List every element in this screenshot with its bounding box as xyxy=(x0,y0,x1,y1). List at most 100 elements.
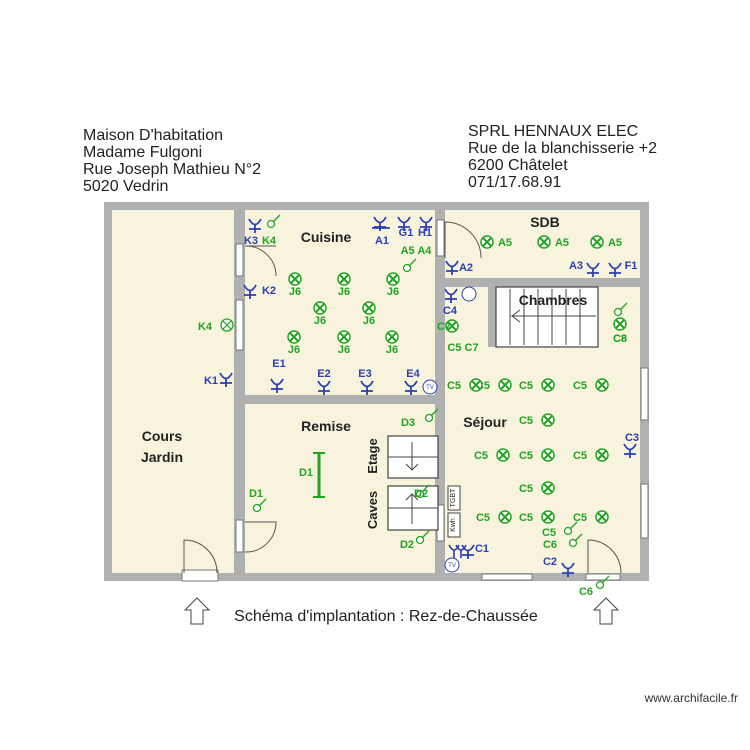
light-point-icon xyxy=(288,272,302,286)
room-label-caves: Caves xyxy=(365,491,380,529)
light-point-icon xyxy=(541,448,555,462)
light-point-icon xyxy=(385,330,399,344)
switch-icon xyxy=(266,214,281,229)
light-label: C5 xyxy=(474,450,488,462)
green-label: D1 xyxy=(249,488,263,500)
socket-icon xyxy=(404,380,418,395)
stair-arrow xyxy=(405,493,419,524)
stair-arrow xyxy=(405,442,419,471)
wall xyxy=(488,287,496,347)
light-point-icon xyxy=(496,448,510,462)
light-point-icon xyxy=(541,481,555,495)
entrance-arrow-icon xyxy=(592,597,620,625)
blue-label: E3 xyxy=(358,368,371,380)
green-label: C6 xyxy=(543,539,557,551)
green-label: K4 xyxy=(198,321,213,333)
light-label: A5 xyxy=(555,237,569,249)
socket-icon xyxy=(317,380,331,395)
light-label: C8 xyxy=(613,333,627,345)
green-label: A5 A4 xyxy=(401,245,433,257)
tv-outlet-label: TV xyxy=(448,563,456,569)
light-point-icon xyxy=(590,235,604,249)
wall xyxy=(104,202,112,581)
green-label: C5 xyxy=(542,527,556,539)
light-point-icon xyxy=(469,378,483,392)
stair-arrow xyxy=(510,309,596,323)
socket-icon xyxy=(608,262,622,277)
light-label: C5 xyxy=(519,415,533,427)
door-frame xyxy=(436,219,445,257)
client-line-2: Madame Fulgoni xyxy=(83,144,203,161)
light-label: C5 xyxy=(476,512,490,524)
switch-icon xyxy=(415,530,430,545)
light-point-icon xyxy=(337,330,351,344)
door-frame xyxy=(585,573,621,581)
socket-icon xyxy=(397,216,411,231)
socket-icon xyxy=(270,378,284,393)
blue-label: E2 xyxy=(317,368,330,380)
switch-icon xyxy=(252,498,267,513)
green-label: C5 C7 xyxy=(447,342,478,354)
room-label-remise: Remise xyxy=(301,418,351,434)
blue-label: E4 xyxy=(406,368,420,380)
network-outlet-icon xyxy=(461,286,477,302)
light-label: C5 xyxy=(519,450,533,462)
window xyxy=(481,573,533,581)
plan-caption: Schéma d'implantation : Rez-de-Chaussée xyxy=(234,608,538,625)
socket-icon xyxy=(448,544,460,558)
light-point-icon xyxy=(445,319,459,333)
blue-label: F1 xyxy=(625,260,638,272)
light-point-icon xyxy=(480,235,494,249)
switch-icon xyxy=(568,533,583,548)
socket-icon xyxy=(455,544,467,558)
blue-label: E1 xyxy=(272,358,285,370)
wall xyxy=(245,395,435,404)
switch-icon xyxy=(613,302,628,317)
light-point-icon xyxy=(313,301,327,315)
client-line-1: Maison D'habitation xyxy=(83,127,224,144)
switch-icon xyxy=(424,408,439,423)
socket-icon xyxy=(248,218,262,233)
floor-area xyxy=(112,210,234,574)
room-label-cours: Cours xyxy=(142,428,183,444)
socket-icon xyxy=(445,260,459,275)
room-label-cuisine: Cuisine xyxy=(301,229,352,245)
door-swing xyxy=(183,539,218,574)
wall xyxy=(234,210,245,574)
company-line-4: 071/17.68.91 xyxy=(468,174,562,191)
light-point-icon xyxy=(541,510,555,524)
door-swing xyxy=(444,221,482,259)
switch-icon xyxy=(220,318,234,332)
light-point-icon xyxy=(595,448,609,462)
light-point-icon xyxy=(537,235,551,249)
blue-label: H1 xyxy=(418,227,432,239)
light-point-icon xyxy=(498,378,512,392)
room-label-sejour: Séjour xyxy=(463,414,507,430)
socket-icon xyxy=(419,216,433,231)
tv-outlet-icon xyxy=(422,379,438,395)
room-label-etage: Etage xyxy=(365,438,380,473)
floor-areas xyxy=(112,210,640,574)
client-address: Maison D'habitation Madame Fulgoni Rue J… xyxy=(83,127,261,195)
wall xyxy=(104,202,649,210)
fixtures xyxy=(183,286,620,625)
company-line-2: Rue de la blanchisserie +2 xyxy=(468,140,658,157)
company-address: SPRL HENNAUX ELEC Rue de la blanchisseri… xyxy=(468,123,657,191)
wall xyxy=(435,210,445,574)
green-label: K4 xyxy=(262,235,277,247)
light-point-icon xyxy=(595,510,609,524)
blue-label: K1 xyxy=(204,375,218,387)
light-label: J6 xyxy=(314,315,326,327)
socket-icon xyxy=(586,262,600,277)
blue-label: C1 xyxy=(475,543,489,555)
website-footer: www.archifacile.fr xyxy=(644,691,738,705)
light-label: C5 xyxy=(519,483,533,495)
green-label: D1 xyxy=(299,467,313,479)
window xyxy=(235,299,244,351)
light-label: J6 xyxy=(338,286,350,298)
room-label-jardin: Jardin xyxy=(141,449,183,465)
light-point-icon xyxy=(613,317,627,331)
switch-icon xyxy=(415,484,430,499)
door-frame xyxy=(235,519,244,553)
